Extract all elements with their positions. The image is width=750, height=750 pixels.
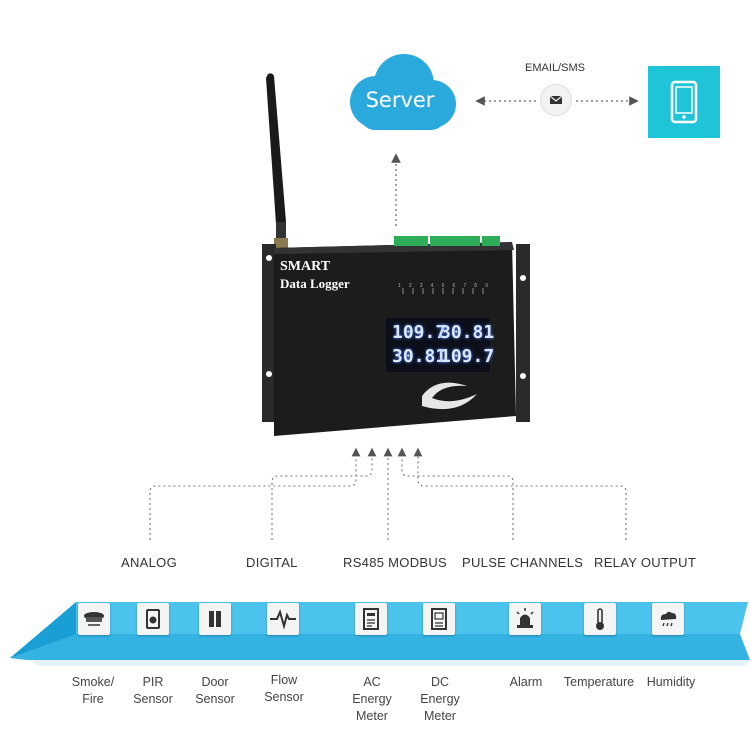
device-title-line2: Data Logger <box>280 276 350 291</box>
thermometer-icon <box>584 603 616 635</box>
flow-wave-icon <box>267 603 299 635</box>
sensor-label-line: Sensor <box>195 692 235 706</box>
category-rs485: RS485 MODBUS <box>343 555 448 570</box>
sensor-label-humidity: Humidity <box>626 674 716 691</box>
sensor-label-line: PIR <box>142 675 164 689</box>
sensor-label-line: Humidity <box>646 675 696 689</box>
sensor-label-line: Smoke/ <box>71 675 115 689</box>
sensor-label-line: Sensor <box>264 690 304 704</box>
server-label: Server <box>365 88 435 112</box>
sensor-label-line: Temperature <box>563 675 635 689</box>
category-relay: RELAY OUTPUT <box>594 555 697 570</box>
led-label: 8 <box>474 283 478 289</box>
sensor-label-smoke: Smoke/ Fire <box>48 674 138 708</box>
sensor-band <box>10 602 750 666</box>
led-label: 7 <box>463 283 467 289</box>
display-a2: 30.81 <box>440 322 495 343</box>
sensor-label-line: Meter <box>356 709 388 723</box>
sensor-label-ac-meter: AC Energy Meter <box>327 674 417 725</box>
display-a3: 30.81 <box>392 346 447 367</box>
category-pulse: PULSE CHANNELS <box>462 555 584 570</box>
sensor-label-line: Alarm <box>509 675 543 689</box>
category-digital: DIGITAL <box>246 555 298 570</box>
ac-meter-icon <box>355 603 387 635</box>
sensor-label-line: DC <box>430 675 450 689</box>
door-sensor-icon <box>199 603 231 635</box>
server-cloud-icon <box>350 54 456 130</box>
sensor-label-line: Sensor <box>133 692 173 706</box>
sensor-label-flow: Flow Sensor <box>239 672 329 706</box>
led-label: 5 <box>441 283 445 289</box>
display-a1: 109.7 <box>392 322 447 343</box>
email-sms-label: EMAIL/SMS <box>525 62 585 74</box>
sensor-label-temperature: Temperature <box>553 674 645 691</box>
sensor-label-line: Energy <box>420 692 460 706</box>
dc-meter-icon <box>423 603 455 635</box>
alarm-light-icon <box>509 603 541 635</box>
led-label: 4 <box>430 283 434 289</box>
pir-sensor-icon <box>137 603 169 635</box>
led-label: 9 <box>485 283 488 289</box>
smartphone-icon <box>670 80 698 124</box>
sensor-label-line: Fire <box>82 692 104 706</box>
sensor-label-pir: PIR Sensor <box>108 674 198 708</box>
led-label: 3 <box>419 283 423 289</box>
smart-data-logger-device <box>262 236 530 436</box>
led-label: 1 <box>398 283 401 289</box>
antenna-icon <box>266 73 288 248</box>
led-row: 1 2 3 4 5 6 7 8 9 <box>398 283 488 289</box>
led-label: 2 <box>408 283 412 289</box>
sensor-label-line: Flow <box>270 673 298 687</box>
category-analog: ANALOG <box>121 555 177 570</box>
sensor-label-line: AC <box>363 675 381 689</box>
sensor-label-line: Door <box>201 675 229 689</box>
display-a4: 109.7 <box>440 346 495 367</box>
sensor-label-dc-meter: DC Energy Meter <box>395 674 485 725</box>
smoke-detector-icon <box>78 603 110 635</box>
envelope-icon <box>540 84 572 116</box>
sensor-label-door: Door Sensor <box>170 674 260 708</box>
led-label: 6 <box>452 283 456 289</box>
mobile-phone-tile <box>648 66 720 138</box>
sensor-label-line: Energy <box>352 692 392 706</box>
device-title-line1: SMART <box>280 259 331 274</box>
sensor-label-alarm: Alarm <box>481 674 571 691</box>
humidity-cloud-icon <box>652 603 684 635</box>
sensor-label-line: Meter <box>424 709 456 723</box>
